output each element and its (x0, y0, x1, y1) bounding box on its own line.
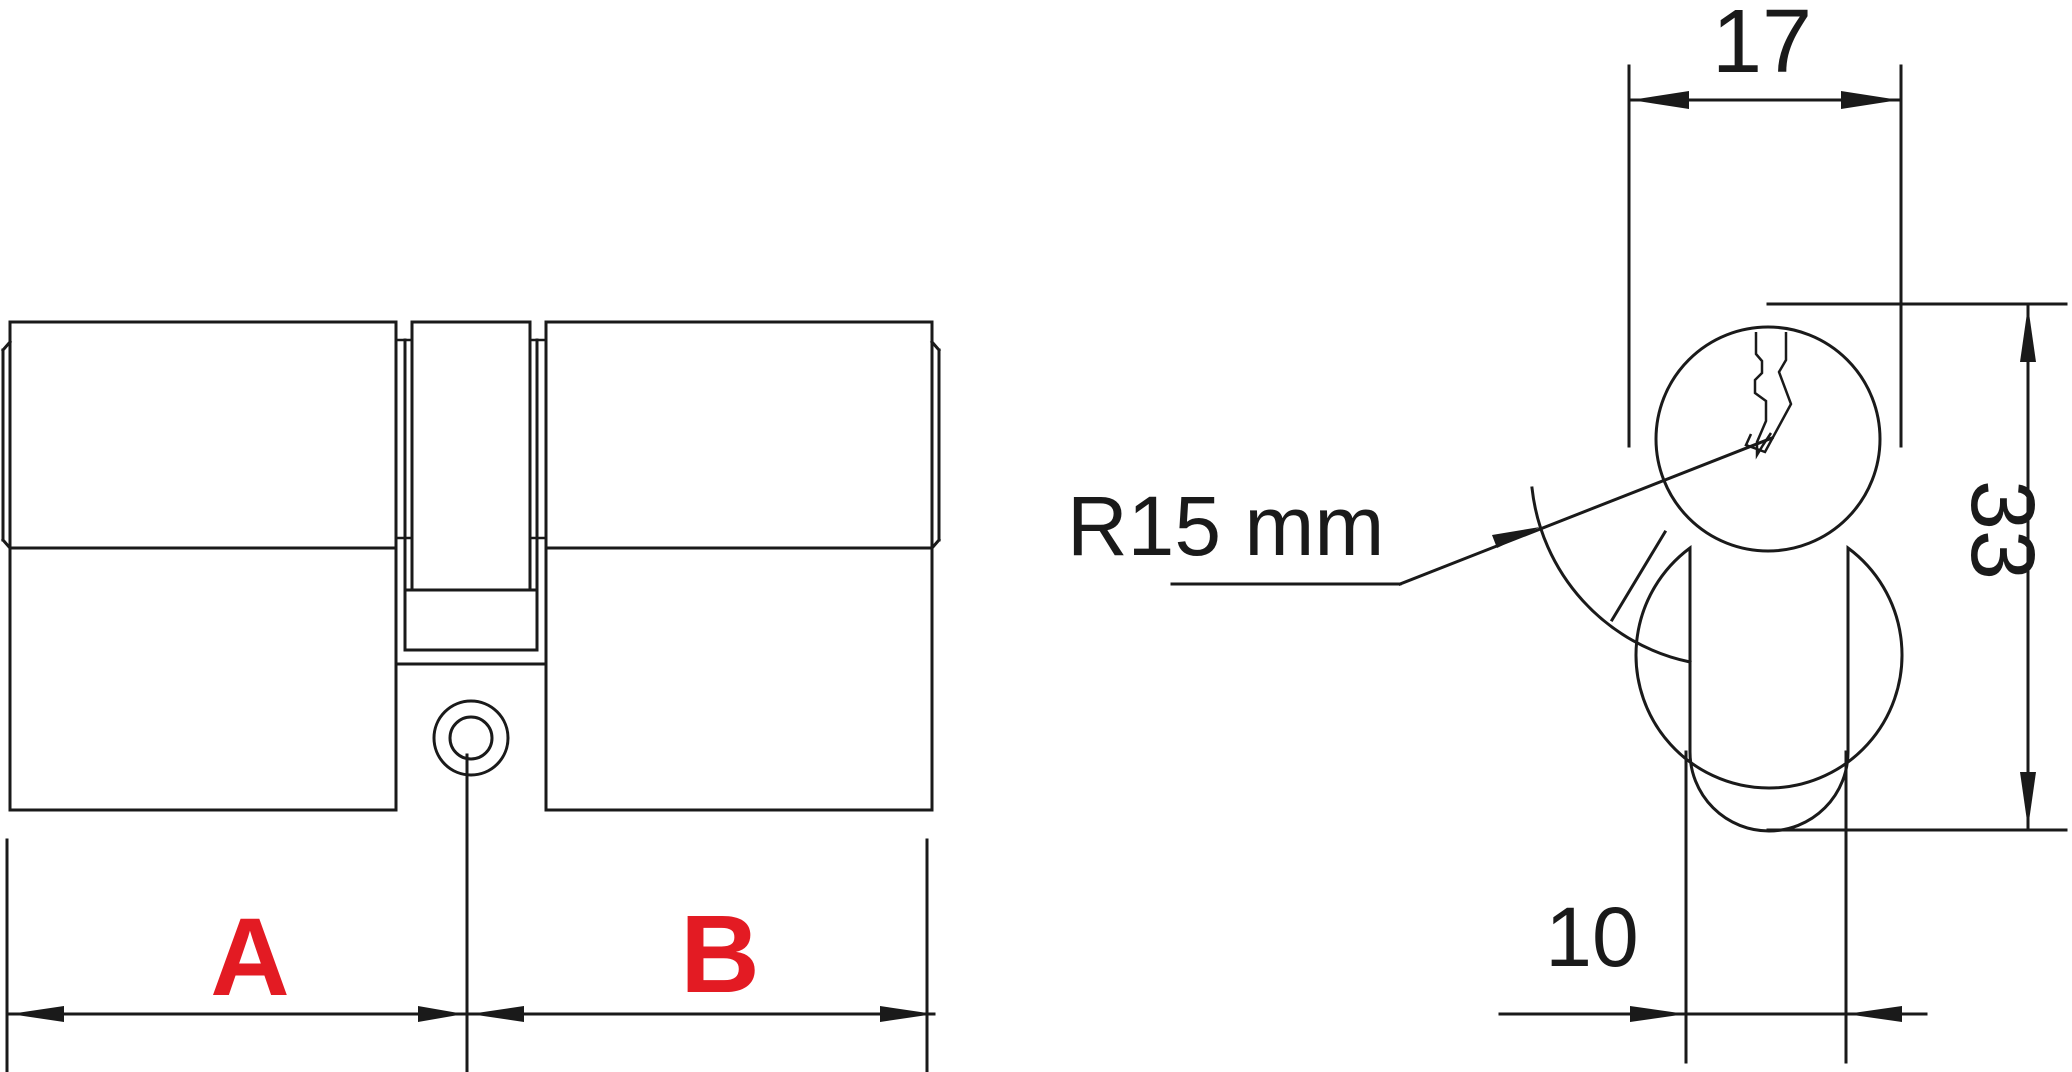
dimension-33-label: 33 (1952, 480, 2052, 580)
dimension-17: 17 (1627, 0, 1903, 448)
dimension-a: A (8, 896, 466, 1022)
keyway (1744, 332, 1793, 460)
fixing-screw-hole (432, 699, 510, 777)
dimension-b-label: B (680, 893, 759, 1016)
dimension-10: 10 (1498, 750, 1928, 1064)
radius-leader (1170, 436, 1774, 586)
radius-arc (1530, 486, 1692, 664)
side-view: A B (0, 320, 942, 1072)
dimension-17-label: 17 (1712, 0, 1812, 92)
dimension-a-label: A (210, 896, 289, 1019)
cam-section (394, 320, 548, 666)
dimension-10-label: 10 (1545, 890, 1638, 984)
front-view: R15 mm 17 33 10 (1067, 0, 2068, 1064)
dimension-b: B (468, 893, 936, 1022)
dimension-33: 33 (1766, 302, 2068, 832)
plug-circle (1654, 325, 1882, 553)
radius-tick (1609, 529, 1668, 623)
cylinder-right-half (544, 320, 942, 812)
cylinder-profile-outline (1634, 545, 1904, 833)
radius-label: R15 mm (1067, 479, 1384, 573)
cylinder-left-half (0, 320, 398, 812)
